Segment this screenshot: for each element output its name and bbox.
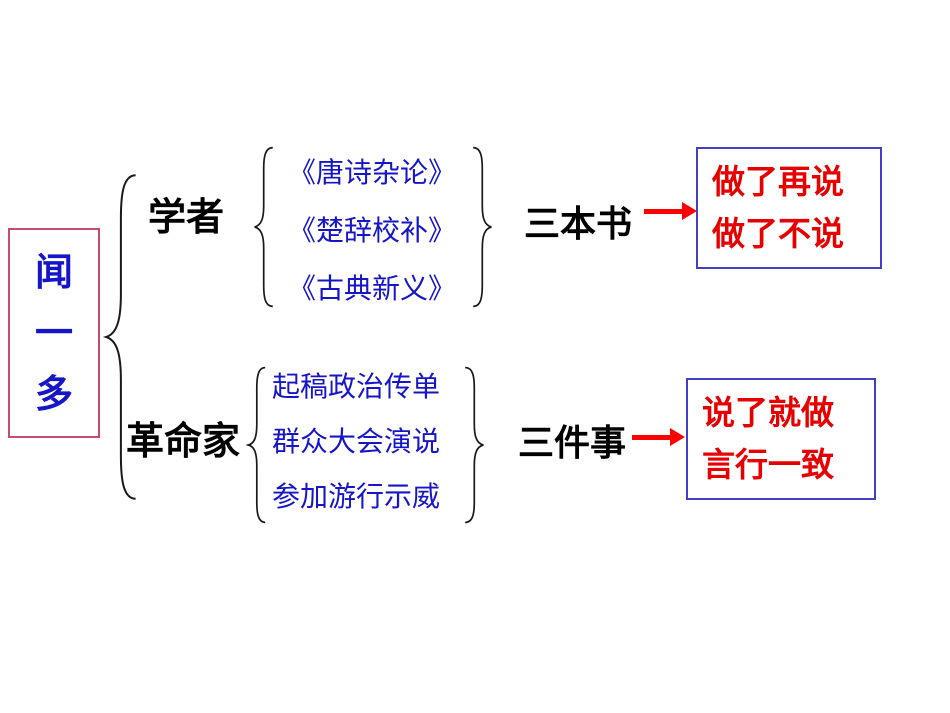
revolutionary-result-line-1: 说了就做 [702,393,834,433]
scholar-close-brace [468,146,494,308]
scholar-open-brace [252,146,278,308]
revolutionary-close-brace [460,366,486,524]
revolutionary-deed-item-3: 参加游行示威 [272,480,441,513]
revolutionary-arrow-head [670,428,685,446]
scholar-arrow-line [644,208,682,214]
scholar-arrow [644,202,697,220]
revolutionary-open-brace [246,366,270,524]
revolutionary-arrow-line [632,434,670,440]
revolutionary-arrow [632,428,685,446]
revolutionary-label: 革命家 [126,418,241,463]
revolutionary-result-line-2: 言行一致 [702,444,834,484]
scholar-result-line-2: 做了不说 [712,213,844,253]
root-name-char-1: 闻 [34,249,73,294]
scholar-work-item-3: 《古典新义》 [288,272,457,305]
scholar-label: 学者 [148,194,225,239]
scholar-summary: 三本书 [524,203,633,245]
scholar-result-line-1: 做了再说 [712,162,844,202]
scholar-result-box: 做了再说 做了不说 [696,147,882,269]
root-name-char-2: 一 [34,310,73,355]
scholar-work-item-2: 《楚辞校补》 [288,214,457,247]
scholar-work-item-1: 《唐诗杂论》 [288,156,457,189]
revolutionary-deed-item-1: 起稿政治传单 [272,370,441,403]
scholar-arrow-head [682,202,697,220]
revolutionary-summary: 三件事 [518,422,627,464]
revolutionary-result-box: 说了就做 言行一致 [686,378,876,500]
root-open-brace [102,172,144,502]
root-name-box: 闻 一 多 [8,228,100,438]
revolutionary-deed-item-2: 群众大会演说 [272,425,441,458]
root-name-char-3: 多 [34,371,73,416]
